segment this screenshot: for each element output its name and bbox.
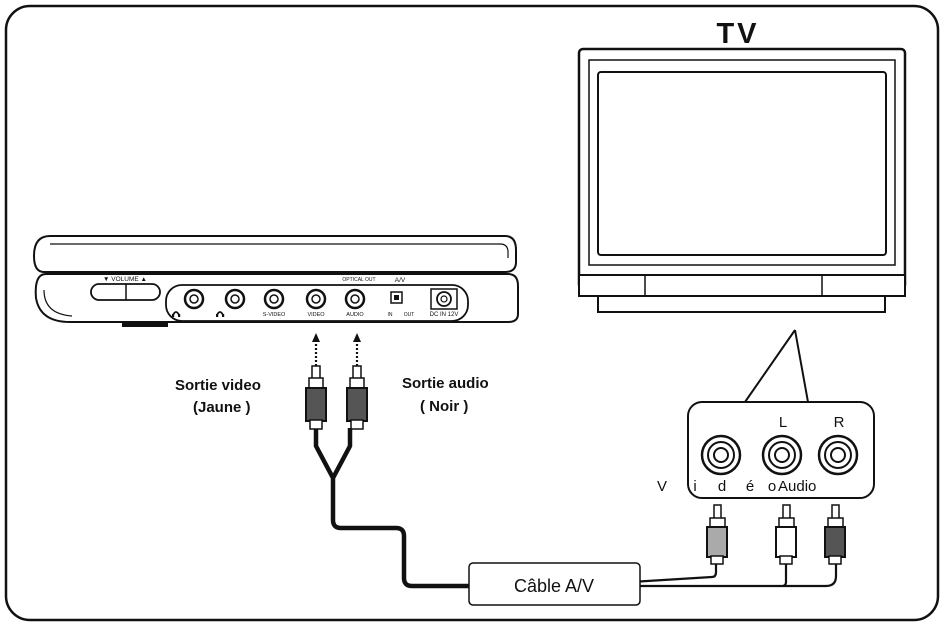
switch-out-label: OUT (404, 312, 415, 318)
tv-stand (597, 296, 886, 313)
audio-insert-arrow (353, 333, 361, 366)
audio-label: AUDIO (346, 312, 364, 318)
audio-plug-black (346, 365, 368, 430)
tv-title: TV (716, 18, 759, 50)
player-lid (32, 235, 517, 273)
tv-video-letter-e: é (746, 478, 754, 495)
tv-left-label: L (779, 414, 787, 431)
tv-set (577, 47, 907, 313)
tv-audio-left-plug (775, 504, 797, 565)
video-plug-yellow (305, 365, 327, 430)
player-lid-inner-line (50, 243, 509, 258)
tv-jack-panel (687, 401, 875, 499)
dc-in-label: DC IN 12V (430, 312, 459, 318)
tv-video-jack (700, 434, 742, 476)
video-insert-arrow (312, 333, 320, 366)
av-label: A/V (395, 277, 406, 284)
audio-out-jack[interactable] (344, 288, 366, 310)
volume-label: ▼ VOLUME ▲ (103, 276, 147, 283)
tv-audio-right-jack (817, 434, 859, 476)
headphone-jack-2[interactable] (224, 288, 246, 310)
s-video-jack[interactable] (263, 288, 285, 310)
tv-audio-right-plug (824, 504, 846, 565)
tv-screen (597, 71, 887, 256)
player-base-bevel (43, 289, 73, 317)
switch-in-label: IN (388, 312, 393, 318)
tv-audio-left-jack (761, 434, 803, 476)
optical-out-label: OPTICAL OUT (342, 277, 375, 283)
audio-out-label: Sortie audio (402, 375, 489, 392)
cable-label: Câble A/V (514, 576, 594, 596)
headphone-jack-1[interactable] (183, 288, 205, 310)
tv-video-letter-v: V (657, 478, 667, 495)
tv-base (578, 274, 906, 297)
video-out-jack[interactable] (305, 288, 327, 310)
dvd-player (32, 235, 519, 327)
tv-video-letter-o: o (768, 478, 776, 495)
video-label: VIDEO (307, 312, 325, 318)
video-out-color: (Jaune ) (193, 399, 251, 416)
tv-audio-label: Audio (778, 478, 816, 495)
tv-video-letter-i: i (693, 478, 696, 495)
s-video-label: S-VIDEO (263, 312, 286, 318)
av-cable-tv-side (630, 560, 838, 588)
tv-video-plug (706, 504, 728, 565)
player-foot (122, 322, 168, 327)
tv-callout-lines (744, 329, 809, 403)
cable-label-box (468, 562, 641, 606)
audio-out-color: ( Noir ) (420, 398, 469, 415)
video-out-label: Sortie video (175, 377, 261, 394)
tv-video-letter-d: d (718, 478, 726, 495)
tv-right-label: R (834, 414, 845, 431)
av-cable (313, 428, 476, 589)
